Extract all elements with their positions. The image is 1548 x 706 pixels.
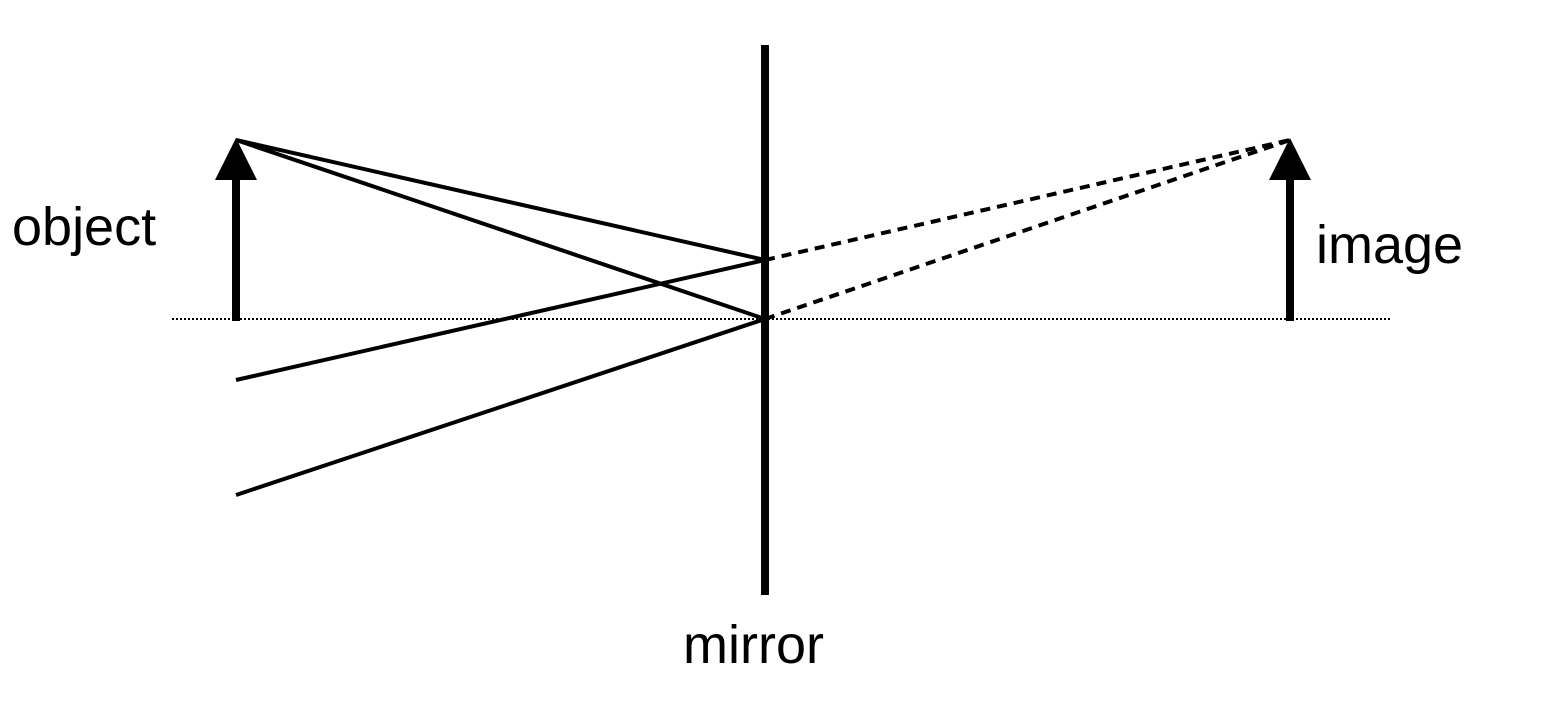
object-arrow-head [215, 138, 257, 180]
reflected-ray-2 [235, 317, 766, 497]
virtual-ray-1 [764, 138, 1291, 262]
image-arrow-head [1269, 138, 1311, 180]
object-label: object [12, 197, 157, 257]
mirror-label: mirror [683, 615, 824, 675]
image-label: image [1316, 215, 1464, 275]
incident-ray-2 [235, 138, 766, 321]
incident-ray-1 [235, 138, 766, 262]
virtual-ray-2 [764, 138, 1291, 321]
reflected-ray-1 [235, 258, 766, 382]
